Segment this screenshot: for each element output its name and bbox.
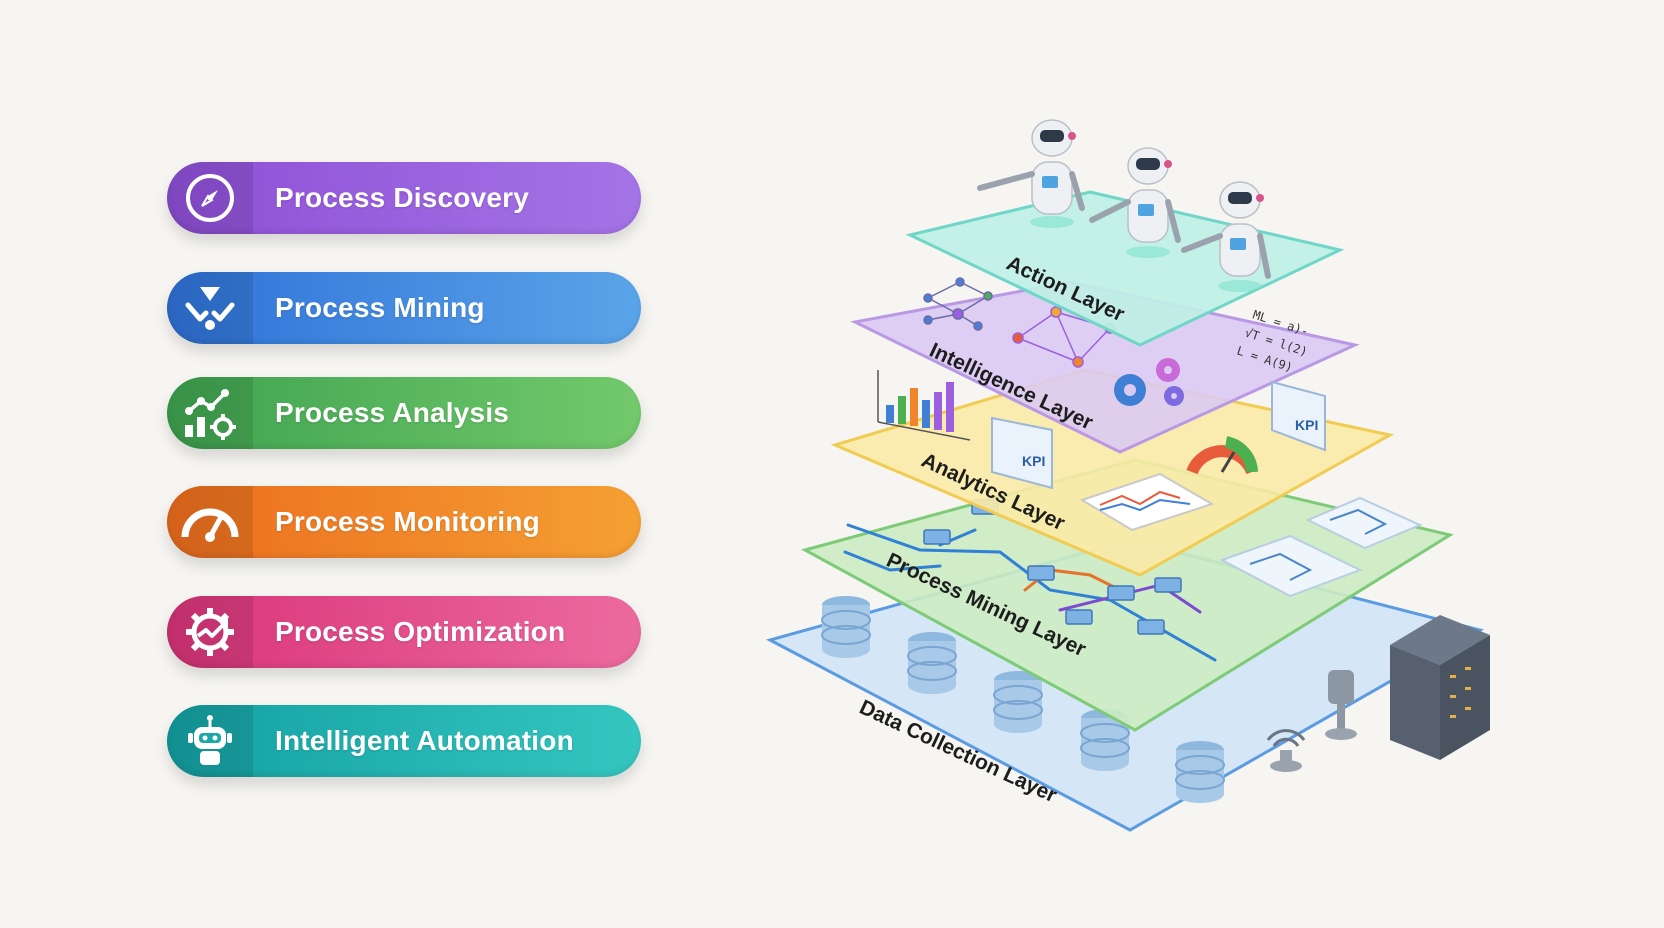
robot-figure xyxy=(1181,181,1271,292)
antenna-sensor-icon xyxy=(1325,670,1357,740)
kpi-card: KPI xyxy=(991,416,1053,490)
database-icon xyxy=(1080,709,1130,771)
wifi-sensor-icon xyxy=(1266,729,1306,772)
layer-stack-diagram: Data Collection Layer Process xyxy=(765,119,1490,832)
process-mining-pill[interactable]: Process Mining xyxy=(167,272,641,344)
svg-text:KPI: KPI xyxy=(1022,453,1045,469)
robot-icon xyxy=(167,705,253,777)
analytics-layer: KPI Analytics Layer xyxy=(830,368,1395,577)
neural-network-icon xyxy=(923,277,993,331)
pill-label: Process Discovery xyxy=(275,182,530,213)
pill-label: Process Mining xyxy=(275,292,485,323)
line-chart-card xyxy=(1079,472,1215,532)
database-icon xyxy=(821,596,871,658)
robot-figure xyxy=(1089,147,1181,258)
pill-label: Intelligent Automation xyxy=(275,725,574,756)
svg-text:KPI: KPI xyxy=(1295,417,1318,433)
mining-funnel-icon xyxy=(167,272,253,344)
flowchart-card xyxy=(1305,496,1423,550)
process-analysis-pill[interactable]: Process Analysis xyxy=(167,377,641,449)
server-rack-icon xyxy=(1390,615,1490,760)
process-optimization-pill[interactable]: Process Optimization xyxy=(167,596,641,668)
process-monitoring-pill[interactable]: Process Monitoring xyxy=(167,486,641,558)
intelligence-layer: ML = a)- √T = l(2) L = A(9) KPI Intellig… xyxy=(850,277,1360,454)
gauge-icon xyxy=(167,486,253,558)
process-discovery-pill[interactable]: Process Discovery xyxy=(167,162,641,234)
pill-label: Process Optimization xyxy=(275,616,566,647)
flowchart-card xyxy=(1219,534,1363,598)
action-layer: Action Layer xyxy=(905,119,1345,347)
gauge-chart-icon xyxy=(1186,436,1258,475)
bar-chart-icon xyxy=(877,370,971,441)
optimization-gear-icon xyxy=(167,596,253,668)
compass-icon xyxy=(167,162,253,234)
pill-label: Process Monitoring xyxy=(275,506,540,537)
analysis-chart-gear-icon xyxy=(167,377,253,449)
database-icon xyxy=(993,671,1043,733)
process-mining-layer: Process Mining Layer xyxy=(801,458,1454,732)
kpi-card: KPI xyxy=(1271,380,1326,452)
intelligent-automation-pill[interactable]: Intelligent Automation xyxy=(167,705,641,777)
database-icon xyxy=(907,632,957,694)
database-icon xyxy=(1175,741,1225,803)
robot-figure xyxy=(977,119,1085,228)
pill-label: Process Analysis xyxy=(275,397,510,428)
gears-icon xyxy=(1114,358,1184,406)
